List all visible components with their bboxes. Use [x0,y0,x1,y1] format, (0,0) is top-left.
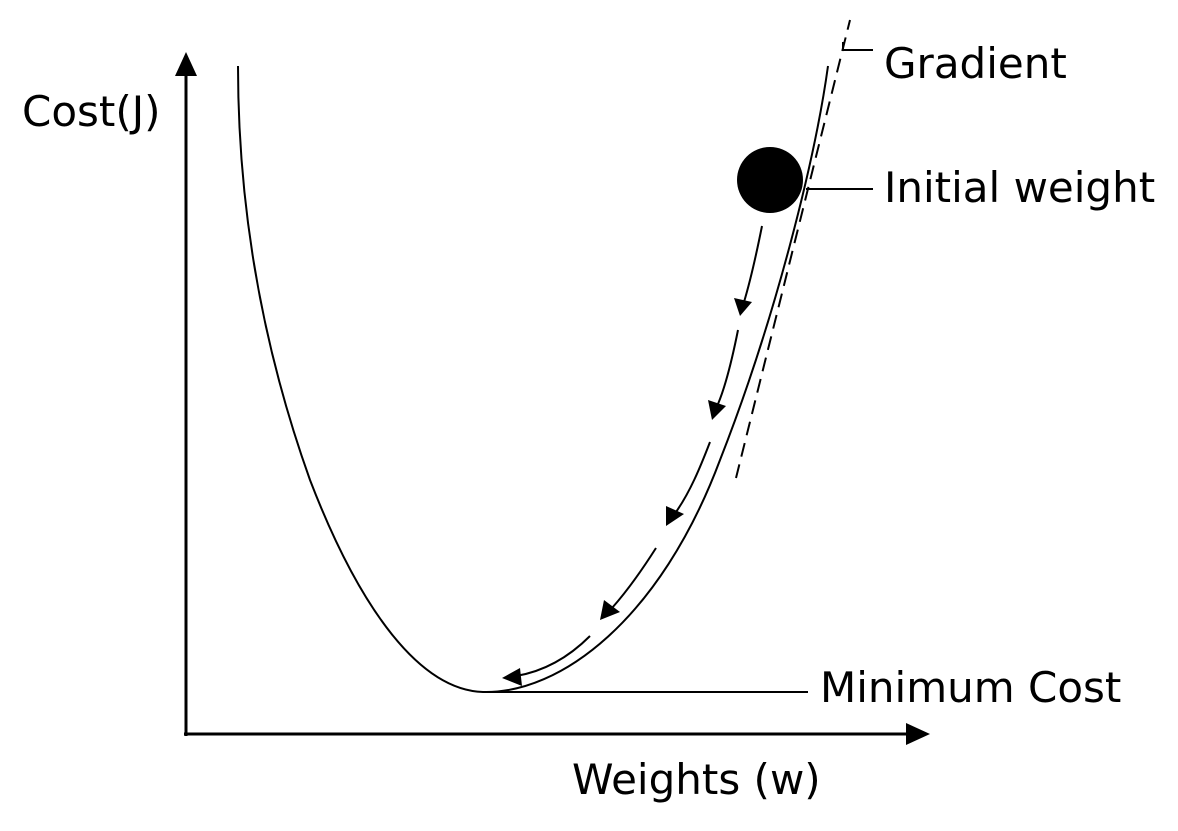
x-axis-label: Weights (w) [572,755,821,804]
descent-segment [743,225,763,303]
descent-segment [717,329,739,405]
gradient-label: Gradient [884,39,1067,88]
initial-weight-label: Initial weight [884,163,1155,212]
descent-segment [675,441,711,513]
y-axis-arrowhead [175,52,197,76]
descent-segment [515,635,591,677]
x-axis-arrowhead [906,723,930,745]
y-axis-label: Cost(J) [22,87,161,136]
initial-weight-ball [737,147,803,213]
descent-arrowhead [708,400,726,420]
cost-curve [237,65,829,694]
descent-arrowhead [666,506,684,526]
gradient-tangent-line [735,19,851,479]
descent-path [502,225,763,686]
descent-segment [611,547,657,609]
descent-arrowhead [502,668,522,686]
descent-arrowhead [600,600,620,620]
descent-arrowhead [734,298,752,316]
minimum-cost-label: Minimum Cost [820,663,1121,712]
